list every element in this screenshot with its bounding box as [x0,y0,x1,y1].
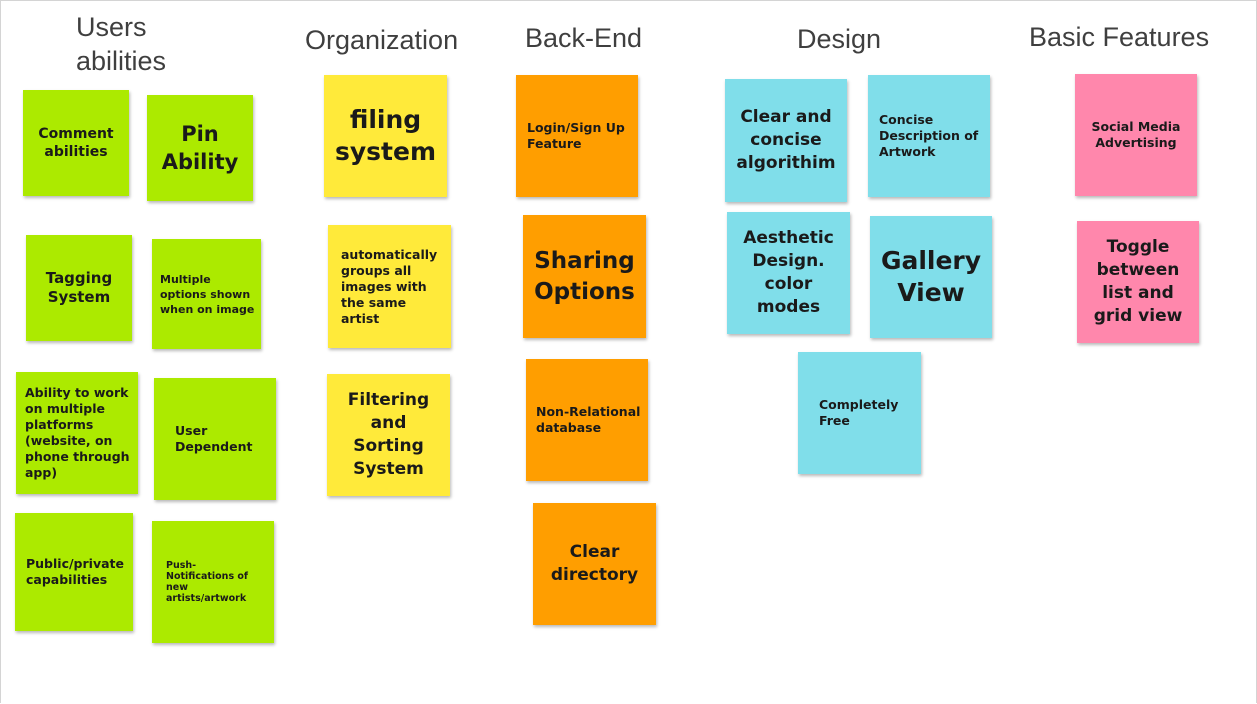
column-title-users-abilities: Users abilities [76,12,167,76]
sticky-note-clear-algorithm[interactable]: Clear and concise algorithim [725,79,847,202]
sticky-note-social-media-ads[interactable]: Social Media Advertising [1075,74,1197,196]
note-text: Pin Ability [161,122,239,174]
note-text: Multiple options shown when on image [160,272,255,316]
sticky-note-tagging-system[interactable]: Tagging System [26,235,132,341]
note-text: Clear directory [550,542,639,585]
sticky-note-login-signup[interactable]: Login/Sign Up Feature [516,75,638,197]
sticky-note-public-private[interactable]: Public/private capabilities [15,513,133,631]
column-title-organization: Organization [305,25,459,55]
note-text: Gallery View [880,246,982,307]
column-title-basic-features: Basic Features [1029,22,1210,52]
note-text: Tagging System [45,269,113,306]
note-text: User Dependent [175,423,253,454]
sticky-note-gallery-view[interactable]: Gallery View [870,216,992,338]
sticky-note-user-dependent[interactable]: User Dependent [154,378,276,500]
sticky-note-comment-abilities[interactable]: Comment abilities [23,90,129,196]
note-text: automatically groups all images with the… [341,246,438,326]
note-text: Public/private capabilities [26,556,124,587]
sticky-note-pin-ability[interactable]: Pin Ability [147,95,253,201]
note-text: Toggle between list and grid view [1093,237,1183,326]
sticky-note-non-relational-db[interactable]: Non-Relational database [526,359,648,481]
sticky-note-filing-system[interactable]: filing system [324,75,447,197]
note-text: Social Media Advertising [1091,119,1181,150]
sticky-note-concise-description[interactable]: Concise Description of Artwork [868,75,990,197]
column-title-design: Design [797,24,882,54]
sticky-note-push-notifications[interactable]: Push-Notifications of new artists/artwor… [152,521,274,643]
sticky-note-toggle-view[interactable]: Toggle between list and grid view [1077,221,1199,343]
note-text: Ability to work on multiple platforms (w… [25,385,130,480]
note-text: Clear and concise algorithim [736,107,836,173]
note-text: Push-Notifications of new artists/artwor… [166,560,249,604]
sticky-note-clear-directory[interactable]: Clear directory [533,503,656,625]
note-text: filing system [334,105,436,166]
note-text: Non-Relational database [536,404,641,435]
note-text: Comment abilities [38,126,114,160]
note-text: Sharing Options [534,247,635,305]
note-text: Login/Sign Up Feature [527,120,625,151]
note-text: Completely Free [819,397,899,428]
sticky-note-sharing-options[interactable]: Sharing Options [523,215,646,338]
sticky-note-completely-free[interactable]: Completely Free [798,352,921,474]
column-title-back-end: Back-End [525,23,643,53]
sticky-note-filtering-sorting[interactable]: Filtering and Sorting System [327,374,450,496]
sticky-note-multi-platform[interactable]: Ability to work on multiple platforms (w… [16,372,138,494]
note-text: Aesthetic Design. color modes [743,228,834,317]
sticky-note-auto-groups[interactable]: automatically groups all images with the… [328,225,451,348]
note-text: Filtering and Sorting System [347,390,430,479]
sticky-note-multiple-options[interactable]: Multiple options shown when on image [152,239,261,349]
sticky-note-aesthetic-design[interactable]: Aesthetic Design. color modes [727,212,850,334]
note-text: Concise Description of Artwork [879,112,979,159]
